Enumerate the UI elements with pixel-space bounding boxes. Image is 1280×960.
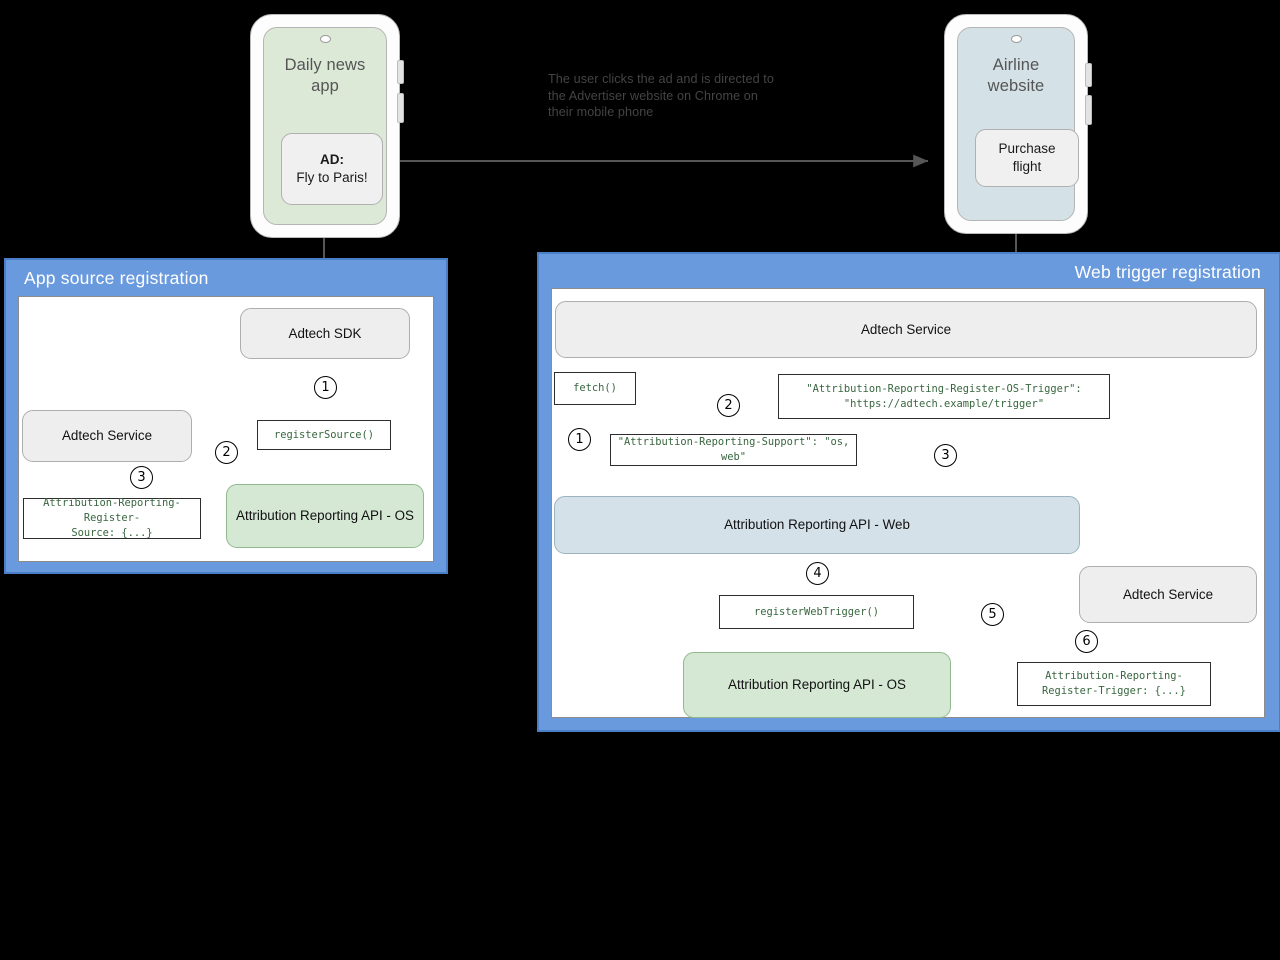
step-badge-left-1-label: 1: [321, 380, 330, 395]
purchase-flight-line2: flight: [1012, 159, 1042, 174]
phone-daily-news: Daily news app AD: Fly to Paris!: [250, 14, 404, 238]
step-badge-right-6-label: 6: [1082, 634, 1091, 649]
step-badge-right-4: 4: [806, 562, 829, 585]
node-adtech-service-bottom-right-label: Adtech Service: [1122, 586, 1214, 602]
ad-card-label: Fly to Paris!: [296, 170, 368, 185]
phone-site-title: Airline website: [988, 55, 1045, 97]
step-badge-right-6: 6: [1075, 630, 1098, 653]
camera-notch-icon-right: [1010, 35, 1022, 43]
step-badge-left-3: 3: [130, 466, 153, 489]
panel-app-source-registration-title: App source registration: [24, 268, 209, 288]
node-adtech-service-top-right-label: Adtech Service: [860, 321, 952, 337]
node-ar-api-os-left[interactable]: Attribution Reporting API - OS: [226, 484, 424, 548]
ad-card-label-bold: AD:: [320, 152, 344, 168]
code-register-trigger-header: Attribution-Reporting- Register-Trigger:…: [1017, 662, 1211, 706]
step-badge-left-2-label: 2: [222, 445, 231, 460]
node-adtech-service-left[interactable]: Adtech Service: [22, 410, 192, 462]
code-fetch-text: fetch(): [573, 382, 617, 395]
ad-card[interactable]: AD: Fly to Paris!: [281, 133, 383, 205]
phone-screen-daily-news: Daily news app AD: Fly to Paris!: [263, 27, 387, 225]
step-badge-right-5: 5: [981, 603, 1004, 626]
node-adtech-sdk-label: Adtech SDK: [288, 325, 362, 341]
step-badge-left-3-label: 3: [137, 470, 146, 485]
phone-side-button-bottom: [397, 93, 404, 123]
code-support-header-text: "Attribution-Reporting-Support": "os, we…: [617, 436, 850, 463]
phone-side-button-top: [397, 60, 404, 84]
step-badge-right-2-label: 2: [724, 398, 733, 413]
node-adtech-service-top-right[interactable]: Adtech Service: [555, 301, 1257, 358]
code-os-trigger-header-text: "Attribution-Reporting-Register-OS-Trigg…: [806, 382, 1082, 410]
phone-app-title-line1: Daily news: [284, 56, 366, 74]
purchase-flight-line1: Purchase: [998, 141, 1056, 157]
node-ar-api-web-label: Attribution Reporting API - Web: [724, 517, 910, 533]
phone-screen-airline: Airline website Purchase flight: [957, 27, 1079, 221]
step-badge-right-4-label: 4: [813, 566, 822, 581]
node-ar-api-web[interactable]: Attribution Reporting API - Web: [554, 496, 1080, 554]
code-fetch: fetch(): [554, 372, 636, 405]
flow-annotation: The user clicks the ad and is directed t…: [548, 71, 808, 121]
phone-side-button-bottom-right: [1085, 95, 1092, 125]
phone-airline-website: Airline website Purchase flight: [944, 14, 1092, 234]
flow-annotation-line1: The user clicks the ad and is directed t…: [548, 72, 775, 86]
node-ar-api-os-right-label: Attribution Reporting API - OS: [728, 677, 906, 693]
node-adtech-service-bottom-right[interactable]: Adtech Service: [1079, 566, 1257, 623]
code-register-web-trigger: registerWebTrigger(): [719, 595, 914, 629]
code-register-source-header: Attribution-Reporting-Register- Source: …: [23, 497, 201, 539]
phone-site-title-line2: website: [987, 77, 1045, 96]
step-badge-left-1: 1: [314, 376, 337, 399]
node-adtech-sdk[interactable]: Adtech SDK: [240, 308, 410, 359]
camera-notch-icon: [319, 35, 331, 43]
flow-annotation-line2: the Advertiser website on Chrome on: [548, 88, 759, 103]
code-register-trigger-header-text: Attribution-Reporting- Register-Trigger:…: [1042, 670, 1186, 697]
step-badge-right-1: 1: [568, 428, 591, 451]
node-adtech-service-left-label: Adtech Service: [61, 428, 153, 444]
phone-side-button-top-right: [1085, 63, 1092, 87]
step-badge-left-2: 2: [215, 441, 238, 464]
flow-annotation-line3: their mobile phone: [548, 105, 654, 120]
panel-web-trigger-registration-title: Web trigger registration: [1074, 262, 1261, 282]
purchase-flight-button[interactable]: Purchase flight: [975, 129, 1079, 187]
node-ar-api-os-left-label: Attribution Reporting API - OS: [236, 508, 414, 524]
node-ar-api-os-right[interactable]: Attribution Reporting API - OS: [683, 652, 951, 718]
step-badge-right-3: 3: [934, 444, 957, 467]
code-os-trigger-header: "Attribution-Reporting-Register-OS-Trigg…: [778, 374, 1110, 419]
phone-app-title-line2: app: [311, 77, 339, 96]
code-register-source-text: registerSource(): [273, 428, 375, 441]
code-register-source: registerSource(): [257, 420, 391, 450]
phone-site-title-line1: Airline: [992, 56, 1040, 74]
code-register-source-header-text: Attribution-Reporting-Register- Source: …: [43, 497, 181, 539]
step-badge-right-3-label: 3: [941, 448, 950, 463]
step-badge-right-5-label: 5: [988, 607, 997, 622]
code-support-header: "Attribution-Reporting-Support": "os, we…: [610, 434, 857, 466]
step-badge-right-1-label: 1: [575, 432, 584, 447]
code-register-web-trigger-text: registerWebTrigger(): [753, 605, 880, 618]
step-badge-right-2: 2: [717, 394, 740, 417]
phone-app-title: Daily news app: [285, 55, 366, 97]
